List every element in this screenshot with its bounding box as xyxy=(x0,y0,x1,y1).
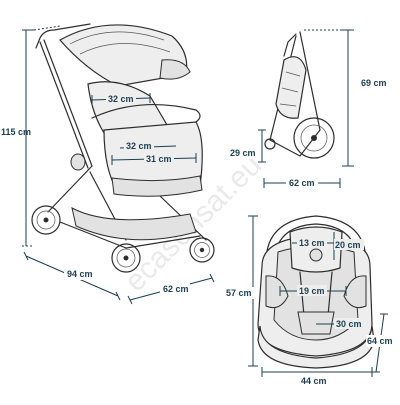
seat-length-label: 30 cm xyxy=(336,319,362,329)
stroller-length-label: 94 cm xyxy=(67,269,93,279)
stroller-basket xyxy=(71,207,197,241)
folded-frame xyxy=(299,31,321,131)
stroller-illustration: 115 cm 94 cm 62 cm 32 cm 32 cm 31 cm xyxy=(0,23,215,305)
stroller-rear-wheel-far xyxy=(111,243,141,273)
folded-depth-label: 29 cm xyxy=(230,148,256,158)
stroller-hub xyxy=(70,153,86,171)
car-seat-logo xyxy=(309,248,323,262)
seat-width-label: 31 cm xyxy=(146,154,172,164)
headrest-width-label: 13 cm xyxy=(299,238,325,248)
stroller-rear-wheel xyxy=(31,205,61,235)
stroller-rear-leg xyxy=(47,165,93,213)
folded-stroller-illustration: 69 cm 29 cm 62 cm xyxy=(228,29,392,189)
car-seat-illustration: 13 cm 20 cm 19 cm 30 cm 57 cm 44 cm 64 c xyxy=(224,215,398,387)
headrest-height-label: 20 cm xyxy=(335,240,361,250)
stroller-bumper-bar xyxy=(91,103,201,123)
stroller-canopy xyxy=(59,24,188,87)
folded-wheel xyxy=(293,117,335,159)
stroller-handlebar xyxy=(35,23,91,49)
seat-back-width-label: 32 cm xyxy=(108,94,134,104)
folded-width-label: 62 cm xyxy=(289,178,315,188)
folded-fabric xyxy=(275,56,307,119)
car-seat-buckle xyxy=(297,311,335,335)
car-seat-height-label: 57 cm xyxy=(226,288,252,298)
stroller-front-wheel xyxy=(189,237,215,263)
car-seat-depth-label: 64 cm xyxy=(367,336,393,346)
car-seat-width-label: 44 cm xyxy=(301,376,327,386)
back-width-label: 19 cm xyxy=(299,286,325,296)
folded-height-label: 69 cm xyxy=(361,78,387,88)
stroller-width-label: 62 cm xyxy=(163,284,189,294)
stroller-height-label: 115 cm xyxy=(1,127,31,137)
stroller-frame-rear xyxy=(39,41,89,169)
seat-depth-label: 32 cm xyxy=(126,141,152,151)
